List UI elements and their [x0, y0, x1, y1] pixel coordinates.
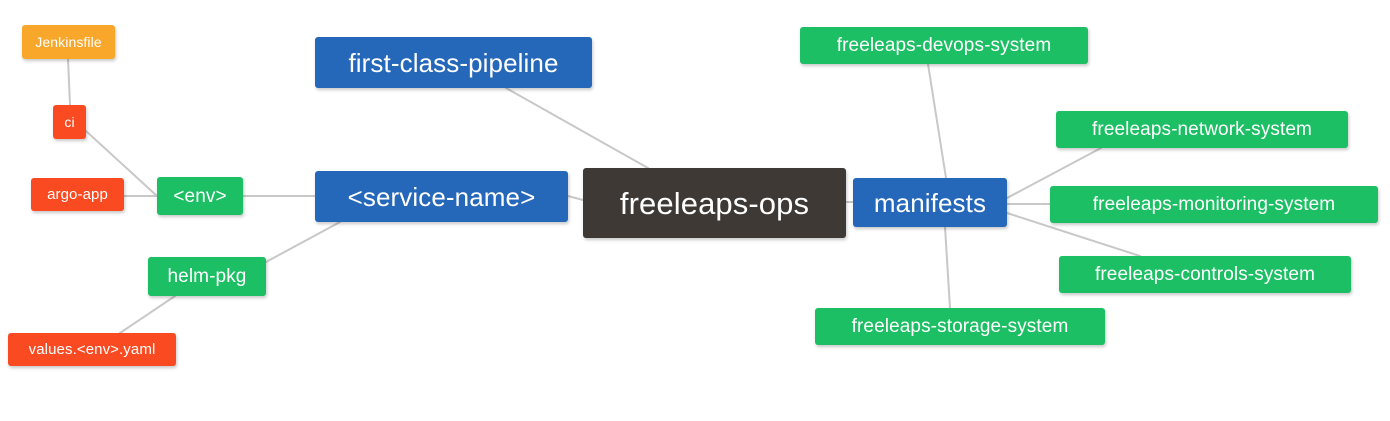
node-manifests[interactable]: manifests: [853, 178, 1007, 227]
edge-manifests-to-freeleaps-storage-system: [944, 226, 951, 309]
node-first-class-pipeline[interactable]: first-class-pipeline: [315, 37, 592, 88]
node-freeleaps-storage-system[interactable]: freeleaps-storage-system: [815, 308, 1105, 345]
node-values-yaml[interactable]: values.<env>.yaml: [8, 333, 176, 366]
node-label-manifests: manifests: [873, 187, 987, 218]
node-freeleaps-controls-system[interactable]: freeleaps-controls-system: [1059, 256, 1351, 293]
node-label-helm-pkg: helm-pkg: [167, 266, 247, 287]
node-label-env: <env>: [173, 185, 227, 207]
node-label-freeleaps-ops: freeleaps-ops: [619, 185, 810, 221]
edge-service-name-to-freeleaps-ops: [567, 195, 584, 201]
node-label-argo-app: argo-app: [47, 186, 108, 203]
node-service-name[interactable]: <service-name>: [315, 171, 568, 222]
node-jenkinsfile[interactable]: Jenkinsfile: [22, 25, 115, 59]
edge-values-yaml-to-helm-pkg: [119, 295, 176, 334]
node-freeleaps-devops-system[interactable]: freeleaps-devops-system: [800, 27, 1088, 64]
node-env[interactable]: <env>: [157, 177, 243, 215]
node-freeleaps-monitoring-system[interactable]: freeleaps-monitoring-system: [1050, 186, 1378, 223]
node-label-jenkinsfile: Jenkinsfile: [35, 34, 102, 50]
node-label-freeleaps-storage-system: freeleaps-storage-system: [851, 316, 1069, 337]
node-label-freeleaps-controls-system: freeleaps-controls-system: [1094, 264, 1316, 285]
node-label-freeleaps-monitoring-system: freeleaps-monitoring-system: [1092, 194, 1336, 215]
node-label-first-class-pipeline: first-class-pipeline: [348, 47, 559, 78]
node-helm-pkg[interactable]: helm-pkg: [148, 257, 266, 296]
node-argo-app[interactable]: argo-app: [31, 178, 124, 211]
node-label-values-yaml: values.<env>.yaml: [28, 341, 156, 358]
edge-jenkinsfile-to-ci: [67, 58, 71, 106]
node-label-ci: ci: [64, 114, 75, 130]
node-label-freeleaps-network-system: freeleaps-network-system: [1092, 119, 1312, 140]
node-freeleaps-ops[interactable]: freeleaps-ops: [583, 168, 846, 238]
node-label-freeleaps-devops-system: freeleaps-devops-system: [836, 35, 1052, 56]
edge-helm-pkg-to-service-name: [265, 221, 341, 263]
edge-manifests-to-freeleaps-devops-system: [927, 63, 947, 179]
node-label-service-name: <service-name>: [347, 181, 536, 212]
edge-first-class-pipeline-to-freeleaps-ops: [505, 87, 649, 169]
node-ci[interactable]: ci: [53, 105, 86, 139]
node-freeleaps-network-system[interactable]: freeleaps-network-system: [1056, 111, 1348, 148]
